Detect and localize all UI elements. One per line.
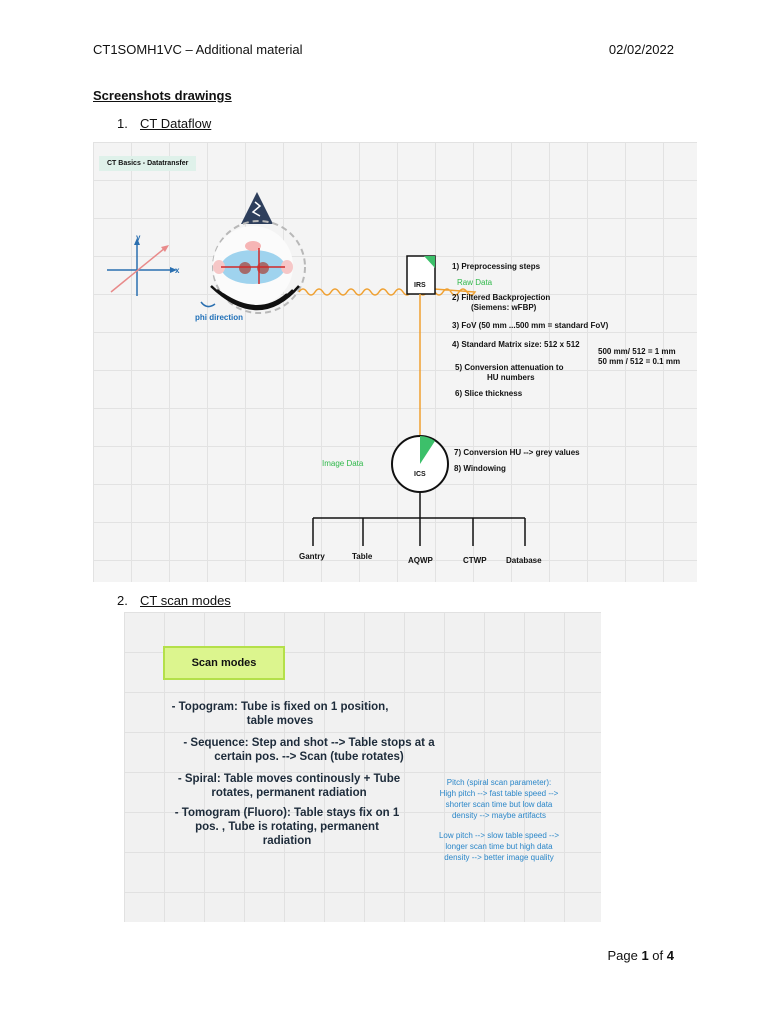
node-ctwp: CTWP bbox=[463, 556, 487, 565]
current-page: 1 bbox=[641, 948, 649, 963]
dataflow-badge: CT Basics - Datatransfer bbox=[99, 156, 197, 171]
node-database: Database bbox=[506, 556, 542, 565]
step-5: 5) Conversion attenuation to bbox=[455, 363, 564, 372]
data-cable bbox=[298, 286, 477, 296]
ct-dataflow-figure: CT Basics - Datatransfer y x phi directi… bbox=[93, 142, 697, 582]
axis-x-label: x bbox=[175, 266, 180, 275]
header-left: CT1SOMH1VC – Additional material bbox=[93, 42, 303, 57]
step-8: 8) Windowing bbox=[454, 464, 506, 473]
node-table: Table bbox=[352, 552, 373, 561]
calc-1: 500 mm/ 512 = 1 mm bbox=[598, 347, 676, 356]
mode-topogram: - Topogram: Tube is fixed on 1 position,… bbox=[171, 701, 389, 727]
list-item-ct-dataflow: 1. CT Dataflow bbox=[117, 116, 211, 131]
header-date: 02/02/2022 bbox=[608, 42, 674, 57]
item-label: CT scan modes bbox=[140, 593, 231, 608]
ics-label: ICS bbox=[414, 471, 426, 478]
gantry-icon bbox=[200, 220, 306, 314]
step-2b: (Siemens: wFBP) bbox=[471, 303, 537, 312]
xray-tube-icon bbox=[241, 192, 273, 224]
raw-data-label: Raw Data bbox=[457, 278, 493, 287]
axes-icon bbox=[107, 238, 177, 296]
item-number: 2. bbox=[117, 593, 128, 608]
step-3: 3) FoV (50 mm ...500 mm = standard FoV) bbox=[452, 321, 609, 330]
pitch-low-note: Low pitch --> slow table speed --> longe… bbox=[438, 831, 560, 862]
pitch-high-note: Pitch (spiral scan parameter): High pitc… bbox=[439, 778, 559, 820]
irs-icon bbox=[406, 255, 436, 295]
axis-y-label: y bbox=[136, 233, 141, 242]
step-5b: HU numbers bbox=[487, 373, 535, 382]
item-number: 1. bbox=[117, 116, 128, 131]
step-7: 7) Conversion HU --> grey values bbox=[454, 448, 580, 457]
step-4: 4) Standard Matrix size: 512 x 512 bbox=[452, 340, 580, 349]
calc-2: 50 mm / 512 = 0.1 mm bbox=[598, 357, 681, 366]
node-aqwp: AQWP bbox=[408, 556, 433, 565]
dataflow-drawing bbox=[107, 192, 526, 546]
network-tree bbox=[312, 492, 526, 546]
scan-modes-title: Scan modes bbox=[163, 646, 285, 680]
node-gantry: Gantry bbox=[299, 552, 325, 561]
step-1: 1) Preprocessing steps bbox=[452, 262, 541, 271]
list-item-ct-scan-modes: 2. CT scan modes bbox=[117, 593, 231, 608]
mode-tomogram: - Tomogram (Fluoro): Table stays fix on … bbox=[174, 807, 400, 847]
page-footer: Page 1 of 4 bbox=[607, 948, 674, 963]
total-pages: 4 bbox=[666, 948, 674, 963]
phi-direction-label: phi direction bbox=[195, 313, 243, 322]
mode-spiral: - Spiral: Table moves continously + Tube… bbox=[177, 773, 401, 799]
mode-sequence: - Sequence: Step and shot --> Table stop… bbox=[183, 737, 435, 763]
step-6: 6) Slice thickness bbox=[455, 389, 523, 398]
step-2: 2) Filtered Backprojection bbox=[452, 293, 551, 302]
irs-label: IRS bbox=[414, 282, 426, 289]
section-title: Screenshots drawings bbox=[93, 88, 232, 103]
scan-modes-figure: Scan modes - Topogram: Tube is fixed on … bbox=[124, 612, 601, 922]
ics-icon bbox=[391, 435, 449, 493]
item-label: CT Dataflow bbox=[140, 116, 212, 131]
image-data-label: Image Data bbox=[322, 459, 364, 468]
